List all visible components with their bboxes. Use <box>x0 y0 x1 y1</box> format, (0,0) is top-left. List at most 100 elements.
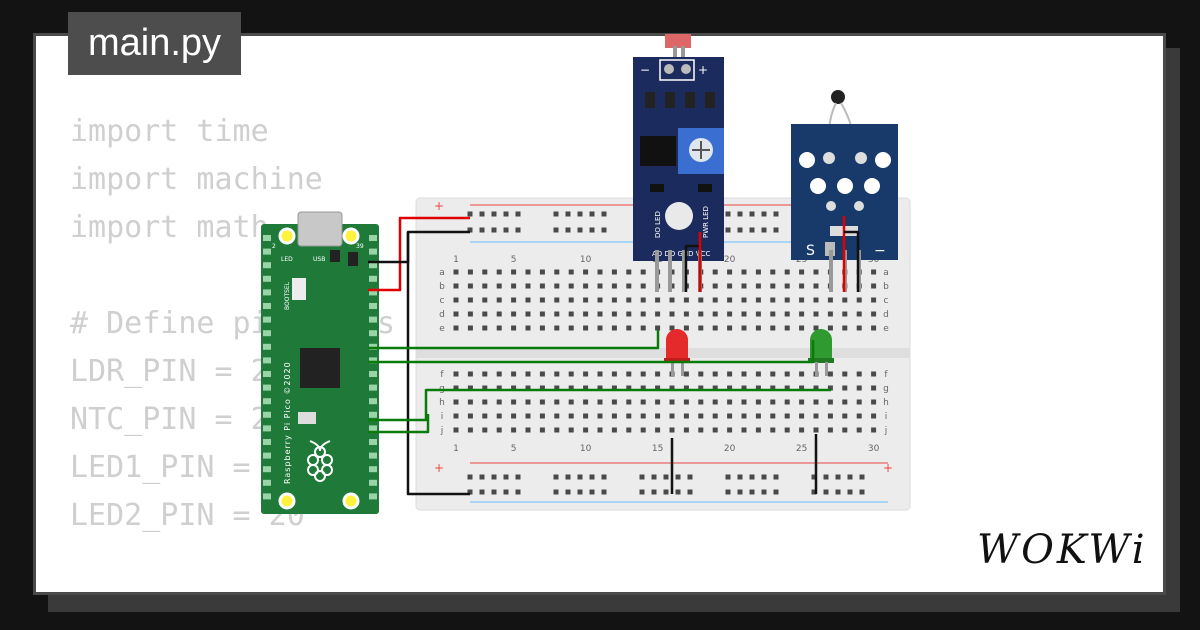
breadboard-hole <box>583 269 589 275</box>
pico-pin-right <box>369 248 377 255</box>
breadboard-hole <box>568 427 574 433</box>
breadboard-hole <box>712 297 718 303</box>
breadboard-hole <box>698 311 704 317</box>
pico-pin-right <box>369 235 377 241</box>
breadboard-hole <box>626 371 632 377</box>
breadboard-hole <box>496 297 502 303</box>
breadboard-hole <box>482 399 488 405</box>
breadboard-hole <box>683 385 689 391</box>
rail-hole <box>479 474 485 480</box>
breadboard-hole <box>683 413 689 419</box>
breadboard-hole <box>611 325 617 331</box>
breadboard-hole <box>813 385 819 391</box>
breadboard-hole <box>827 371 833 377</box>
breadboard-hole <box>539 283 545 289</box>
raspberry-pi-pico[interactable]: LED USB 2 39 BOOTSEL Raspberry Pi Pico ©… <box>261 211 379 514</box>
breadboard-hole <box>741 399 747 405</box>
breadboard-hole <box>626 385 632 391</box>
rail-hole <box>761 489 767 495</box>
pico-pin-left <box>263 479 271 486</box>
breadboard-hole <box>539 385 545 391</box>
row-letter-left: b <box>439 282 445 292</box>
pico-pin-right <box>369 275 377 282</box>
pico-pin-left <box>263 425 271 432</box>
breadboard-hole <box>496 269 502 275</box>
breadboard-hole <box>496 325 502 331</box>
breadboard-hole <box>683 427 689 433</box>
rail-hole <box>601 227 607 233</box>
breadboard-hole <box>611 427 617 433</box>
breadboard-hole <box>583 399 589 405</box>
pico-pin-left <box>263 303 271 309</box>
breadboard-hole <box>727 427 733 433</box>
breadboard-hole <box>467 413 473 419</box>
green-led[interactable] <box>808 329 834 376</box>
rail-hole <box>663 474 669 480</box>
rail-hole <box>479 211 485 217</box>
breadboard-hole <box>568 283 574 289</box>
breadboard-hole <box>712 269 718 275</box>
pico-pin-left <box>263 316 271 323</box>
breadboard-hole <box>640 311 646 317</box>
breadboard-hole <box>525 325 531 331</box>
red-led[interactable] <box>664 329 690 376</box>
breadboard-hole <box>727 413 733 419</box>
breadboard-hole <box>525 413 531 419</box>
pico-pin-right <box>369 262 377 269</box>
breadboard-hole <box>727 385 733 391</box>
breadboard-hole <box>741 413 747 419</box>
pico-pin-left <box>263 330 271 337</box>
row-letter-right: h <box>883 398 889 408</box>
rail-hole <box>737 227 743 233</box>
breadboard-hole <box>482 385 488 391</box>
pico-pin-right <box>369 398 377 405</box>
breadboard-hole <box>712 413 718 419</box>
ldr-module[interactable]: − + DO LED PWR LED AO DO GND VCC <box>633 34 724 292</box>
breadboard-hole <box>727 399 733 405</box>
breadboard-hole <box>871 311 877 317</box>
file-tab-main-py[interactable]: main.py <box>68 12 241 75</box>
breadboard-hole <box>539 371 545 377</box>
breadboard-hole <box>813 399 819 405</box>
breadboard-hole <box>683 311 689 317</box>
pico-pin-left <box>263 343 271 350</box>
rail-hole <box>467 474 473 480</box>
breadboard-hole <box>755 283 761 289</box>
breadboard-hole <box>799 311 805 317</box>
breadboard-hole <box>698 371 704 377</box>
breadboard-hole <box>482 297 488 303</box>
breadboard-hole <box>770 325 776 331</box>
breadboard-hole <box>698 413 704 419</box>
breadboard-hole <box>611 297 617 303</box>
rail-hole <box>503 474 509 480</box>
breadboard-hole <box>539 427 545 433</box>
pico-pin-left <box>263 398 271 405</box>
rail-hole <box>725 489 731 495</box>
breadboard-hole <box>683 399 689 405</box>
breadboard-hole <box>554 413 560 419</box>
breadboard-hole <box>626 413 632 419</box>
breadboard-hole <box>583 325 589 331</box>
breadboard-hole <box>554 283 560 289</box>
rail-hole <box>761 211 767 217</box>
rail-hole <box>467 489 473 495</box>
rail-hole <box>503 211 509 217</box>
breadboard-hole <box>568 399 574 405</box>
rail-hole <box>565 474 571 480</box>
code-line: import time <box>70 114 269 149</box>
rail-hole <box>749 211 755 217</box>
breadboard-hole <box>496 311 502 317</box>
breadboard-hole <box>784 427 790 433</box>
breadboard-hole <box>554 311 560 317</box>
breadboard-hole <box>640 371 646 377</box>
breadboard-hole <box>755 325 761 331</box>
breadboard-hole <box>741 427 747 433</box>
breadboard-hole <box>467 385 473 391</box>
breadboard-hole <box>597 297 603 303</box>
breadboard-hole <box>467 371 473 377</box>
pico-pin-right <box>369 411 377 418</box>
breadboard-hole <box>827 325 833 331</box>
breadboard-hole <box>511 413 517 419</box>
pico-pin-left <box>263 289 271 296</box>
